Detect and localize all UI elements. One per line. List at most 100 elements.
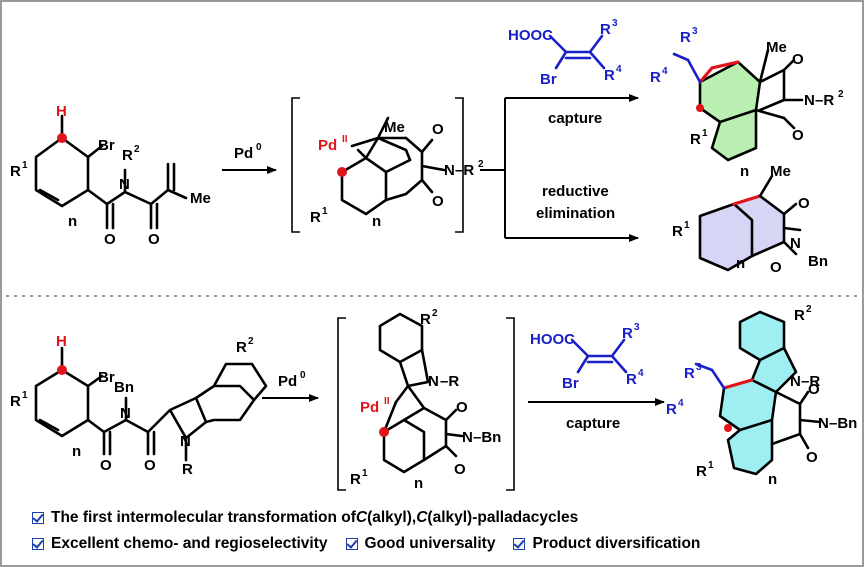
top-sm-r2: R bbox=[122, 147, 133, 164]
top-int-r2-sup: 2 bbox=[478, 159, 484, 170]
bottom-sm-br: Br bbox=[98, 369, 115, 386]
top-prod-r3-sup: 3 bbox=[692, 26, 698, 37]
top-arrow-pd: Pd 0 bbox=[222, 142, 277, 174]
top-sm-n-atom: N bbox=[119, 176, 130, 193]
bottom-starting-material: H Br Bn N R 1 n O O R 2 N R bbox=[10, 333, 268, 478]
feature-text-1d: (alkyl)-palladacycles bbox=[427, 509, 579, 526]
top-product-reductive: Me O O N Bn R 1 n bbox=[672, 163, 828, 276]
feature-text-4: Product diversification bbox=[532, 535, 701, 552]
top-prod2-r1-sup: 1 bbox=[684, 220, 690, 231]
top-sm-h: H bbox=[56, 103, 67, 120]
bottom-sm-r2: R bbox=[236, 339, 247, 356]
bottom-reagent-r3-sup: 3 bbox=[634, 322, 640, 333]
top-sm-o2: O bbox=[148, 231, 160, 248]
top-catalyst: Pd bbox=[234, 145, 253, 162]
bottom-prod-r3-sup: 3 bbox=[696, 362, 702, 373]
bottom-reagent-r4-sup: 4 bbox=[638, 368, 644, 379]
top-prod2-me: Me bbox=[770, 163, 791, 180]
top-sm-n-index: n bbox=[68, 213, 77, 230]
top-sm-br: Br bbox=[98, 137, 115, 154]
bottom-sm-r2-sup: 2 bbox=[248, 336, 254, 347]
checkbox-icon bbox=[32, 538, 44, 550]
feature-list: The first intermolecular transformation … bbox=[32, 505, 718, 557]
top-branch-arrows: capture reductive elimination bbox=[480, 94, 639, 242]
top-int-me: Me bbox=[384, 119, 405, 136]
top-int-n: N bbox=[444, 162, 455, 179]
top-sm-r2-sup: 2 bbox=[134, 144, 140, 155]
top-prod-r2: –R bbox=[815, 92, 834, 109]
top-prod2-bn: Bn bbox=[808, 253, 828, 270]
bottom-catalyst: Pd bbox=[278, 373, 297, 390]
top-int-o1: O bbox=[432, 121, 444, 138]
bottom-int-pd: Pd bbox=[360, 399, 379, 416]
top-starting-material: H Br R 1 n N R 2 Me O O bbox=[10, 103, 211, 248]
top-int-pd: Pd bbox=[318, 137, 337, 154]
bottom-arrow-capture: capture bbox=[528, 398, 665, 432]
bottom-prod-bn: –Bn bbox=[829, 415, 857, 432]
top-prod-r1: R bbox=[690, 131, 701, 148]
top-int-r1-sup: 1 bbox=[322, 206, 328, 217]
bottom-prod-r1: R bbox=[696, 463, 707, 480]
top-reagent-r4: R bbox=[604, 67, 615, 84]
bottom-prod-n-indole: N bbox=[790, 373, 801, 390]
top-prod-n: N bbox=[804, 92, 815, 109]
top-int-n-index: n bbox=[372, 213, 381, 230]
checkbox-icon bbox=[32, 512, 44, 524]
bottom-sm-n-index: n bbox=[72, 443, 81, 460]
bottom-sm-r: R bbox=[182, 461, 193, 478]
bottom-prod-r4-sup: 4 bbox=[678, 398, 684, 409]
feature-text-1c2: C bbox=[416, 509, 428, 526]
bottom-reagent-r4: R bbox=[626, 371, 637, 388]
bottom-int-r1: R bbox=[350, 471, 361, 488]
bottom-int-r2: R bbox=[420, 311, 431, 328]
checkbox-icon bbox=[513, 538, 526, 550]
top-prod-r4: R bbox=[650, 69, 661, 86]
bottom-sm-h: H bbox=[56, 333, 67, 350]
top-prod-o2: O bbox=[792, 127, 804, 144]
bottom-prod-n-index: n bbox=[768, 471, 777, 488]
top-prod-r3: R bbox=[680, 29, 691, 46]
top-reagent-r3-sup: 3 bbox=[612, 18, 618, 29]
bottom-int-pd-sup: II bbox=[384, 396, 390, 407]
top-prod-n-index: n bbox=[740, 163, 749, 180]
top-reagent: HOOC Br R 3 R 4 bbox=[508, 18, 622, 88]
bottom-sm-n-indole: N bbox=[180, 433, 191, 450]
bottom-prod-o1: O bbox=[808, 381, 820, 398]
top-sm-r1-sup: 1 bbox=[22, 160, 28, 171]
bottom-sm-o1: O bbox=[100, 457, 112, 474]
top-prod2-r1: R bbox=[672, 223, 683, 240]
feature-item-selectivity: Excellent chemo- and regioselectivity bbox=[32, 535, 328, 553]
bottom-int-o1: O bbox=[456, 399, 468, 416]
bottom-prod-r2-sup: 2 bbox=[806, 304, 812, 315]
feature-row-1: The first intermolecular transformation … bbox=[32, 505, 718, 531]
feature-text-2: Excellent chemo- and regioselectivity bbox=[51, 535, 328, 552]
bottom-reagent-r3: R bbox=[622, 325, 633, 342]
bottom-int-bn: –Bn bbox=[473, 429, 501, 446]
bottom-reagent-br: Br bbox=[562, 375, 579, 392]
bottom-int-n-indole: N bbox=[428, 373, 439, 390]
bottom-sm-o2: O bbox=[144, 457, 156, 474]
bottom-capture-label: capture bbox=[566, 415, 620, 432]
feature-row-2: Excellent chemo- and regioselectivity Go… bbox=[32, 531, 718, 557]
feature-item-diversification: Product diversification bbox=[513, 535, 700, 553]
top-prod2-n-index: n bbox=[736, 255, 745, 272]
bottom-sm-n-amide: N bbox=[120, 405, 131, 422]
feature-text-3: Good universality bbox=[364, 535, 496, 552]
top-prod2-o2: O bbox=[770, 259, 782, 276]
top-capture-label: capture bbox=[548, 110, 602, 127]
top-product-capture: R 3 R 4 Me O O N –R 2 R 1 n bbox=[650, 26, 844, 180]
bottom-int-r2-sup: 2 bbox=[432, 308, 438, 319]
top-prod-r1-sup: 1 bbox=[702, 128, 708, 139]
bottom-intermediate: R 2 N –R Pd II O O N –Bn R 1 n bbox=[337, 308, 515, 492]
top-sm-o1: O bbox=[104, 231, 116, 248]
bottom-sm-bn: Bn bbox=[114, 379, 134, 396]
feature-text-1a: The first intermolecular transformation … bbox=[51, 509, 356, 526]
feature-item-universality: Good universality bbox=[345, 535, 496, 553]
bottom-prod-o2: O bbox=[806, 449, 818, 466]
bottom-sm-r1: R bbox=[10, 393, 21, 410]
bottom-prod-r2: R bbox=[794, 307, 805, 324]
checkbox-icon bbox=[345, 538, 358, 550]
bottom-prod-r1-sup: 1 bbox=[708, 460, 714, 471]
